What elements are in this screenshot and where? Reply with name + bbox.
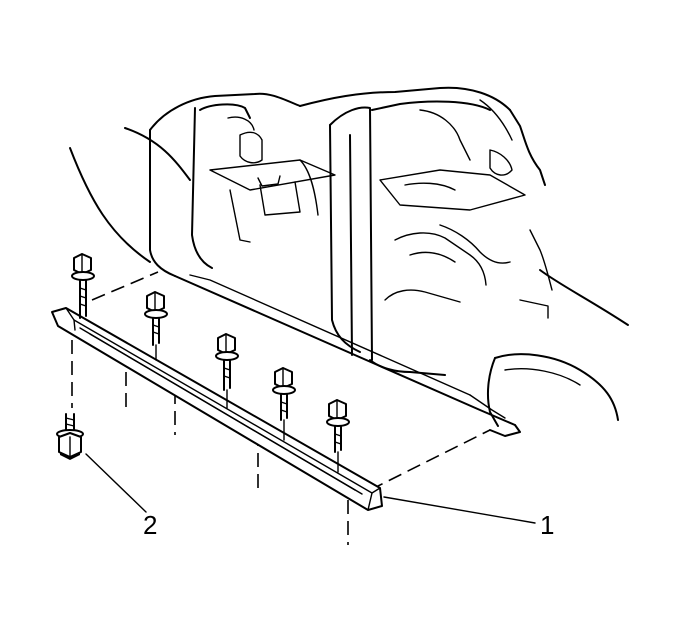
molding-bolt-icon — [215, 333, 239, 409]
molding-bolt-icon — [144, 291, 168, 361]
callout-label-2: 2 — [143, 510, 157, 540]
rocker-panel-molding-icon — [51, 307, 383, 511]
lower-bolt-icon — [56, 413, 84, 460]
mounting-guide-lines — [71, 271, 491, 545]
vehicle-body — [69, 86, 629, 437]
callout-label-1: 1 — [540, 510, 554, 540]
molding-bolts — [71, 253, 350, 473]
callout-2: 2 — [85, 453, 157, 540]
molding-bolt-icon — [71, 253, 95, 319]
callout-1: 1 — [383, 496, 554, 540]
molding-bolt-icon — [326, 399, 350, 473]
molding-bolt-icon — [272, 367, 296, 441]
